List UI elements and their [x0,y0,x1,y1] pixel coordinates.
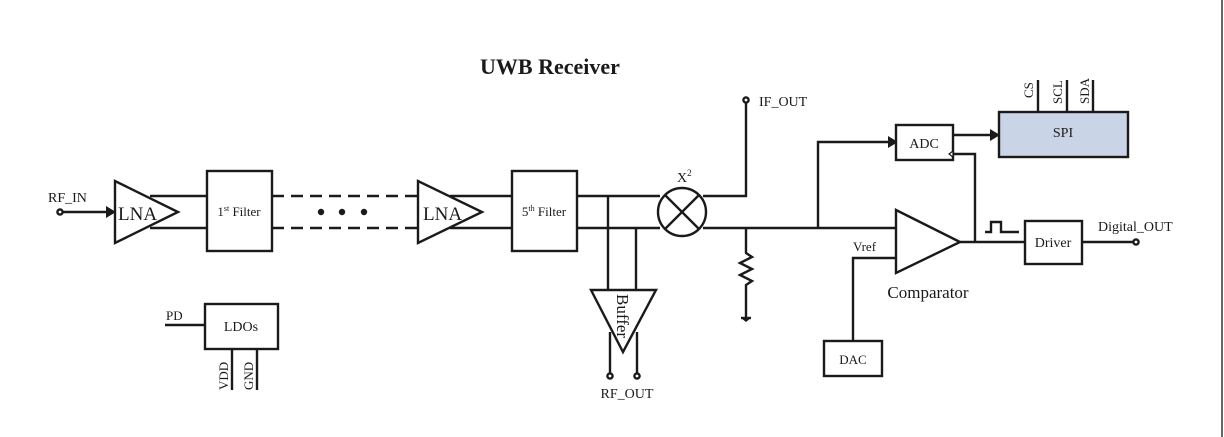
svg-text:1st Filter: 1st Filter [217,204,261,219]
ground-icon [741,318,751,322]
rf-in-label: RF_IN [48,191,87,206]
adc-clock-wire [953,152,977,242]
rf-in-port [56,208,64,216]
if-out-port [742,96,750,104]
dac: DAC [822,339,884,378]
svg-text:LNA: LNA [118,204,157,225]
svg-text:DAC: DAC [839,352,866,367]
adc: ADC [894,123,955,162]
comparator: Comparator [887,208,969,302]
filter-5: 5th Filter [510,169,579,253]
arrow-icon [990,129,1000,141]
arrow-icon [106,206,116,218]
vdd-label: VDD [216,362,231,390]
svg-text:Comparator: Comparator [887,283,969,302]
driver: Driver [1023,219,1084,266]
gnd-label: GND [241,362,256,390]
digital-out-label: Digital_OUT [1098,220,1173,235]
svg-text:X2: X2 [677,168,692,186]
lna-1: LNA [113,179,208,245]
if-out-label: IF_OUT [759,95,808,110]
digital-out-port [1132,238,1140,246]
svg-text:LDOs: LDOs [224,320,258,335]
svg-text:SPI: SPI [1053,126,1074,141]
rf-out-port [606,372,614,380]
diagram-title: UWB Receiver [480,54,620,79]
vref-wire [851,256,896,341]
scl-label: SCL [1050,80,1065,104]
pulse-icon [985,220,1019,234]
squarer-mixer: X2 [656,168,708,238]
pd-label: PD [166,308,183,323]
svg-text:Buffer: Buffer [613,294,632,338]
ldos: LDOs [165,302,280,390]
adc-input-wire [816,140,890,228]
svg-text:5th Filter: 5th Filter [522,204,567,219]
ellipsis-dot [360,208,368,216]
cs-label: CS [1021,82,1036,98]
filter-1: 1st Filter [205,169,274,253]
lna-5: LNA [416,179,512,245]
svg-text:LNA: LNA [423,204,462,225]
spi: SPI CS SCL SDA [997,77,1130,159]
if-out-wire [703,103,748,198]
rf-out-label: RF_OUT [601,387,654,402]
ellipsis-dot [338,208,346,216]
sda-label: SDA [1077,77,1092,104]
resistor [737,228,755,322]
buffer: Buffer [589,288,658,355]
ellipsis-dot [317,208,325,216]
svg-text:Driver: Driver [1035,236,1072,251]
rf-out-port [633,372,641,380]
svg-text:ADC: ADC [909,137,939,152]
vref-label: Vref [853,239,877,254]
arrow-icon [888,136,898,148]
